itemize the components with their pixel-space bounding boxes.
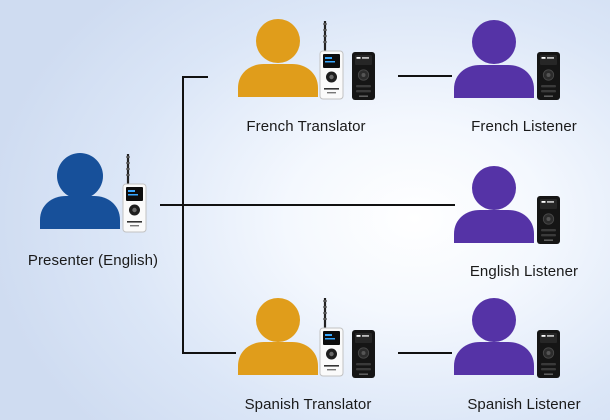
bodypack-transmitter-icon [318, 296, 345, 378]
listener-person-icon [454, 20, 534, 98]
french-translator-node [238, 19, 376, 101]
receiver-icon [536, 329, 561, 379]
presenter-node [40, 152, 148, 234]
bodypack-transmitter-icon [318, 19, 345, 101]
french-listener-node [454, 20, 561, 101]
spanish-listener-node [454, 298, 561, 379]
translator-person-icon [238, 19, 318, 97]
bodypack-transmitter-icon [121, 152, 148, 234]
connector-lines [160, 75, 455, 354]
english-listener-node [454, 166, 561, 245]
presenter-person-icon [40, 153, 120, 229]
listener-person-icon [454, 166, 534, 243]
spanish-translator-node [238, 296, 376, 379]
french-translator-label: French Translator [246, 118, 366, 135]
translator-branch-line [182, 76, 236, 354]
spanish-listener-label: Spanish Listener [467, 396, 581, 413]
translator-person-icon [238, 298, 318, 375]
receiver-icon [351, 51, 376, 101]
presenter-label: Presenter (English) [27, 252, 159, 269]
listener-person-icon [454, 298, 534, 375]
receiver-icon [351, 329, 376, 379]
french-listener-label: French Listener [471, 118, 577, 135]
receiver-icon [536, 51, 561, 101]
english-listener-label: English Listener [469, 263, 579, 280]
receiver-icon [536, 195, 561, 245]
spanish-translator-label: Spanish Translator [244, 396, 372, 413]
